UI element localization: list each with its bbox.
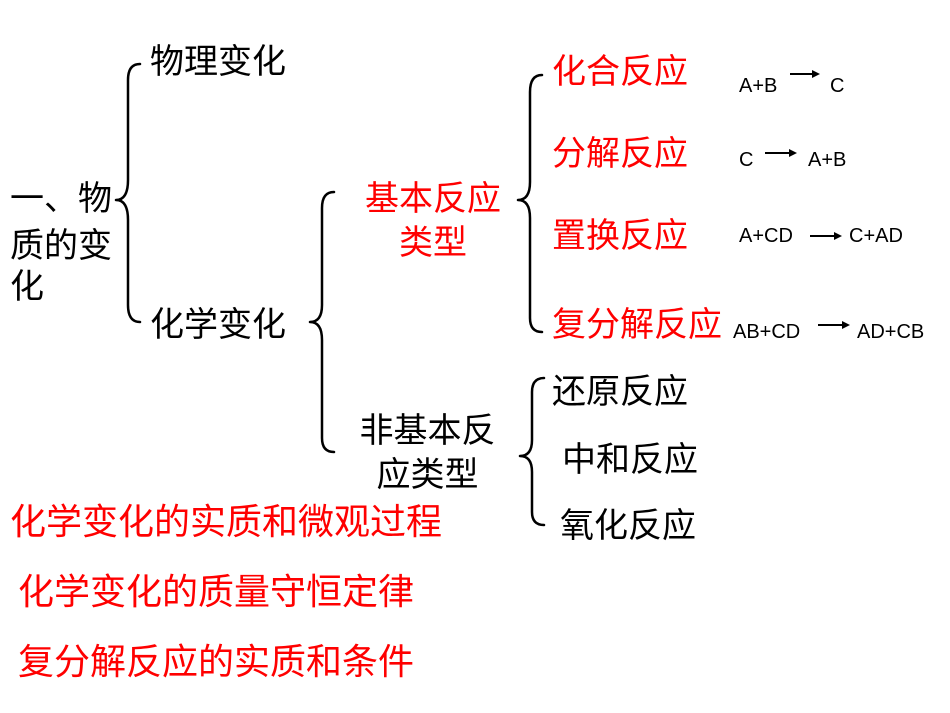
note-double-displacement-conditions: 复分解反应的实质和条件 bbox=[18, 642, 415, 683]
root-label-line3: 化 bbox=[10, 267, 44, 307]
arrow-icon-4 bbox=[818, 321, 850, 329]
basic-types-line1: 基本反应 bbox=[365, 179, 501, 219]
equation-left-4: AB+CD bbox=[733, 321, 801, 343]
brace-basic bbox=[516, 73, 544, 334]
equation-left-2: C bbox=[739, 149, 754, 171]
reaction-name-combination: 化合反应 bbox=[552, 52, 688, 92]
equation-right-4: AD+CB bbox=[857, 321, 925, 343]
reaction-name-neutralization: 中和反应 bbox=[562, 440, 698, 480]
reaction-name-reduction: 还原反应 bbox=[552, 372, 688, 412]
equation-right-1: C bbox=[830, 75, 845, 97]
equation-left-1: A+B bbox=[739, 75, 778, 97]
equation-right-2: A+B bbox=[808, 149, 847, 171]
reaction-name-oxidation: 氧化反应 bbox=[560, 506, 696, 546]
reaction-name-decomposition: 分解反应 bbox=[552, 134, 688, 174]
root-label-line1: 一、物 bbox=[10, 179, 112, 219]
brace-non-basic bbox=[518, 376, 546, 527]
reaction-name-double-displacement: 复分解反应 bbox=[552, 305, 722, 345]
reaction-name-displacement: 置换反应 bbox=[552, 216, 688, 256]
physical-change-label: 物理变化 bbox=[150, 42, 286, 82]
chemical-change-label: 化学变化 bbox=[150, 305, 286, 345]
note-conservation-of-mass: 化学变化的质量守恒定律 bbox=[18, 572, 415, 613]
arrow-icon-1 bbox=[790, 70, 820, 78]
equation-left-3: A+CD bbox=[739, 225, 793, 247]
brace-root bbox=[114, 62, 142, 324]
root-label-line2: 质的变 bbox=[10, 226, 112, 266]
equation-right-3: C+AD bbox=[849, 225, 903, 247]
basic-types-line2: 类型 bbox=[399, 223, 467, 263]
note-essence-micro-process: 化学变化的实质和微观过程 bbox=[10, 502, 443, 543]
arrow-icon-2 bbox=[765, 149, 797, 157]
brace-chemical bbox=[308, 190, 336, 454]
arrow-icon-3 bbox=[810, 232, 842, 240]
non-basic-types-line1: 非基本反 bbox=[359, 411, 496, 451]
non-basic-types-line2: 应类型 bbox=[376, 455, 479, 495]
